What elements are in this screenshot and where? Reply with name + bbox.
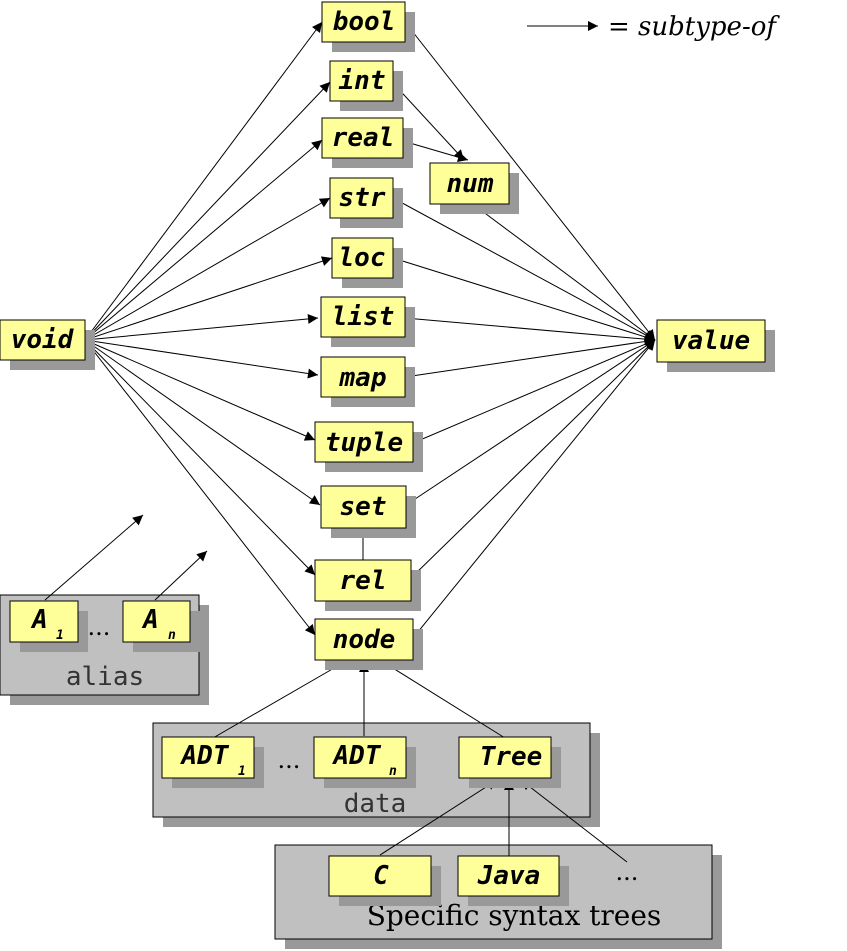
- type-label-rel: rel: [340, 566, 387, 596]
- type-node-map: map: [320, 356, 415, 407]
- edge-real-num: [402, 140, 469, 162]
- type-label-java: Java: [477, 861, 541, 891]
- edge-list-value: [404, 317, 656, 345]
- edge-void-set: [84, 339, 321, 506]
- edge-tree-node: [379, 659, 506, 739]
- edge-num-value: [469, 201, 656, 341]
- type-label-c: C: [373, 861, 389, 891]
- edge-tuple-value: [412, 339, 656, 444]
- type-node-loc: loc: [331, 237, 403, 288]
- edge-int-num: [392, 82, 465, 161]
- type-node-tree: Tree: [458, 736, 561, 788]
- edges: [44, 21, 656, 863]
- type-node-real: real: [321, 117, 413, 168]
- type-node-int: int: [329, 60, 403, 111]
- type-label-an-sub: n: [168, 628, 176, 643]
- type-label-tuple: tuple: [325, 428, 403, 458]
- edge-c-tree: [379, 779, 498, 856]
- edge-node-value: [412, 339, 656, 639]
- edge-loc-value: [392, 257, 656, 342]
- type-node-list: list: [320, 296, 415, 347]
- edge-set-value: [405, 339, 656, 506]
- edge-void-rel: [84, 339, 316, 576]
- type-label-list: list: [332, 302, 395, 332]
- type-label-adt1: ADT: [180, 741, 230, 771]
- edge-void-real: [84, 139, 323, 341]
- type-label-an: A: [141, 605, 159, 635]
- type-node-value: value: [656, 319, 775, 372]
- type-label-a1-sub: 1: [56, 628, 64, 643]
- type-label-set: set: [340, 492, 387, 522]
- type-label-num: num: [447, 169, 494, 199]
- edge-adt1-node: [212, 659, 349, 739]
- edge-bool-value: [404, 21, 656, 341]
- alias-group-label: alias: [66, 662, 144, 692]
- edge-a1-up: [44, 514, 144, 601]
- type-label-real: real: [332, 123, 395, 153]
- edge-rel-value: [410, 339, 656, 579]
- type-node-adt1: ADT 1: [161, 736, 264, 788]
- edge-ellipsis-tree: [520, 779, 628, 863]
- edge-void-loc: [84, 256, 333, 341]
- type-node-void: void: [0, 319, 95, 370]
- type-label-map: map: [339, 363, 387, 393]
- type-label-adt1-sub: 1: [238, 764, 246, 779]
- type-label-value: value: [672, 326, 750, 356]
- type-label-node: node: [333, 625, 396, 655]
- data-group-label: data: [344, 789, 407, 819]
- type-node-bool: bool: [321, 1, 415, 52]
- edge-void-list: [84, 313, 319, 341]
- type-label-str: str: [339, 183, 386, 213]
- type-node-an: A n: [122, 600, 200, 652]
- type-node-tuple: tuple: [314, 421, 423, 472]
- type-label-void: void: [11, 325, 75, 355]
- type-node-node: node: [314, 618, 423, 670]
- edge-map-value: [404, 336, 656, 378]
- type-node-c: C: [328, 855, 441, 906]
- type-label-tree: Tree: [480, 742, 543, 772]
- type-label-a1: A: [30, 605, 48, 635]
- type-node-java: Java: [457, 855, 569, 906]
- alias-ellipsis: ...: [88, 613, 111, 641]
- type-node-adtn: ADT n: [313, 736, 416, 788]
- type-label-int: int: [339, 66, 386, 96]
- edge-void-bool: [84, 21, 323, 341]
- type-node-str: str: [329, 177, 403, 228]
- legend-text: = subtype-of: [608, 12, 780, 42]
- type-label-bool: bool: [333, 7, 396, 37]
- type-node-rel: rel: [314, 559, 421, 611]
- edge-void-tuple: [84, 339, 316, 441]
- edge-void-node: [84, 339, 316, 636]
- type-label-loc: loc: [339, 243, 386, 273]
- type-node-a1: A 1: [9, 600, 88, 652]
- type-node-set: set: [320, 485, 416, 538]
- edge-void-map: [84, 339, 319, 379]
- type-label-adtn-sub: n: [389, 764, 397, 779]
- type-label-adtn: ADT: [332, 741, 382, 771]
- type-node-num: num: [429, 162, 519, 214]
- edge-an-up: [154, 550, 208, 601]
- syntax-trees-ellipsis: ...: [616, 858, 639, 886]
- edge-void-str: [84, 197, 331, 341]
- edge-str-value: [392, 197, 656, 341]
- data-ellipsis: ...: [278, 746, 301, 774]
- edge-void-int: [84, 81, 331, 341]
